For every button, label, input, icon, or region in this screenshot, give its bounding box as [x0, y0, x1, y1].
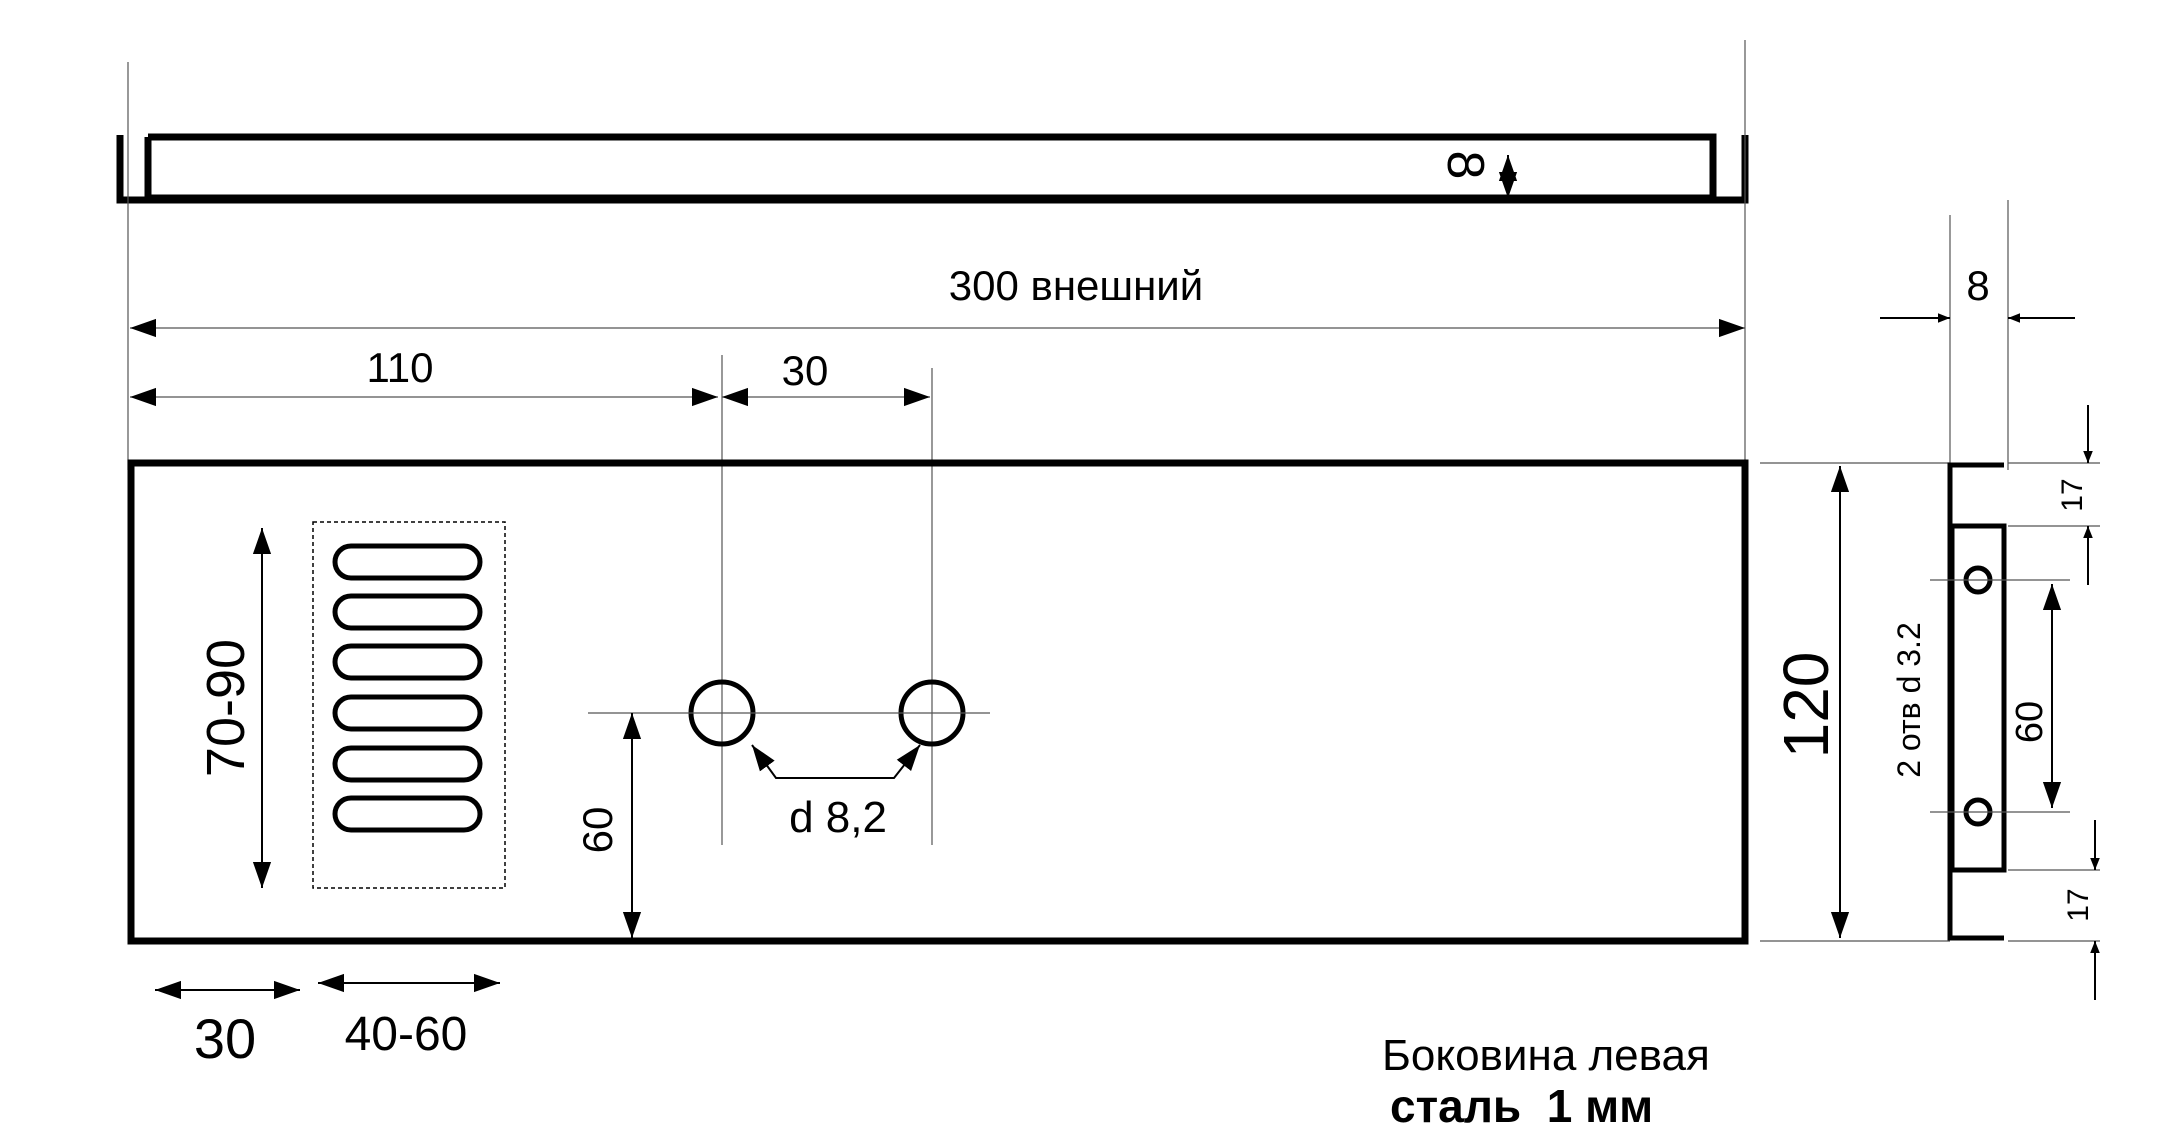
vent-slot — [332, 643, 483, 681]
side-holes-label: 2 отв d 3.2 — [1891, 622, 1927, 778]
dimension-60-left-label: 60 — [574, 807, 621, 854]
side-profile-outer — [1947, 462, 2004, 941]
dimension-8-side-label: 8 — [1966, 262, 1989, 309]
profile-outer — [116, 135, 1749, 204]
vent-slot — [332, 593, 483, 631]
vent-slot — [332, 795, 483, 833]
dimension-110-label: 110 — [367, 344, 434, 391]
profile-inner — [144, 133, 1717, 202]
side-profile-flange — [1949, 523, 2007, 873]
dimension-120-label: 120 — [1770, 652, 1842, 759]
vent-slot — [332, 694, 483, 732]
title-line-1: Боковина левая — [1382, 1031, 1710, 1080]
dimension-17-bottom-label: 17 — [2062, 888, 2095, 921]
dimension-8-top-label: 8 — [1436, 151, 1494, 180]
dimension-17-top-label: 17 — [2056, 478, 2089, 511]
main-panel — [127, 459, 1749, 945]
vent-slot — [332, 543, 483, 581]
hole-diameter-leader — [751, 744, 921, 779]
dimension-40-60-label: 40-60 — [345, 1008, 468, 1061]
vent-area-outline — [312, 521, 506, 889]
title-line-2: сталь 1 мм — [1390, 1080, 1653, 1127]
vent-slot — [332, 745, 483, 783]
side-view: 8 2 отв d 3.2 60 17 17 — [1880, 200, 2100, 1000]
dimension-30-bottom-label: 30 — [194, 1007, 256, 1070]
top-profile-view: 8 — [116, 40, 1749, 470]
hole-diameter-label: d 8,2 — [789, 793, 887, 842]
dimension-70-90-label: 70-90 — [196, 639, 256, 777]
dimension-30-top-label: 30 — [782, 347, 829, 394]
dimension-60-side-label: 60 — [2009, 701, 2051, 743]
dimension-300-label: 300 внешний — [949, 262, 1203, 309]
vent-slots — [332, 543, 483, 833]
